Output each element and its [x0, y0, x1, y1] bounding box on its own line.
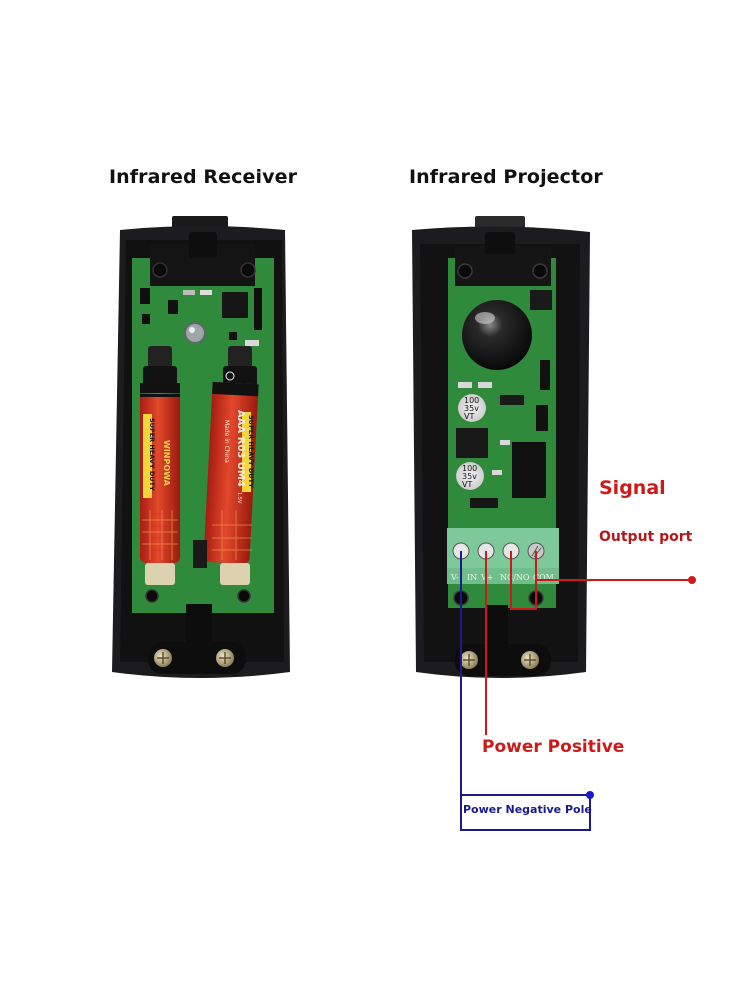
- terminal-label-ncno: NC/NO: [500, 573, 530, 582]
- projector-unit: 100 35v VT 100 35v VT V- IN V+ NC/: [412, 216, 590, 678]
- battery-left: SUPER HEAVY DUTY WINPOWA: [140, 346, 180, 585]
- battery-right-sub: Made in China: [223, 420, 230, 463]
- signal-output-dot: [688, 576, 696, 584]
- battery-left-brand: WINPOWA: [162, 440, 171, 487]
- receiver-title: Infrared Receiver: [109, 166, 298, 188]
- svg-text:35v: 35v: [464, 404, 479, 413]
- power-negative-wire: [460, 551, 591, 831]
- svg-text:VT: VT: [464, 412, 474, 421]
- output-port-label: Output port: [599, 529, 693, 545]
- capacitor-top: 100 35v VT: [458, 394, 486, 422]
- svg-text:100: 100: [462, 464, 477, 473]
- battery-right-model: AAA R03 UM4: [235, 410, 246, 487]
- relay: [512, 442, 546, 498]
- receiver-ic-chip: [222, 292, 248, 318]
- receiver-unit: SUPER HEAVY DUTY WINPOWA SUPER HEAVY DUT…: [112, 216, 290, 678]
- svg-text:35v: 35v: [462, 472, 477, 481]
- power-positive-label: Power Positive: [482, 737, 625, 757]
- battery-right: SUPER HEAVY DUTY AAA R03 UM4 Made in Chi…: [203, 346, 259, 585]
- power-negative-label: Power Negative Pole: [463, 803, 592, 816]
- projector-ir-emitter-dome: [462, 300, 532, 370]
- battery-left-band: SUPER HEAVY DUTY: [148, 418, 156, 491]
- terminal-label-com: COM: [533, 573, 554, 582]
- power-negative-dot: [586, 791, 594, 799]
- receiver-ir-lens: [184, 322, 206, 344]
- signal-label: Signal: [599, 477, 666, 499]
- projector-title: Infrared Projector: [409, 166, 603, 188]
- svg-text:100: 100: [464, 396, 479, 405]
- battery-right-band: SUPER HEAVY DUTY: [247, 415, 255, 488]
- terminal-label-vminus: V-: [450, 573, 459, 582]
- terminal-label-in: IN: [467, 573, 477, 582]
- wiring-annotations: [460, 551, 696, 831]
- capacitor-bottom: 100 35v VT: [456, 462, 484, 490]
- voltage-regulator: [456, 428, 488, 458]
- svg-text:VT: VT: [462, 480, 472, 489]
- battery-right-voltage: 1.5V: [236, 492, 242, 504]
